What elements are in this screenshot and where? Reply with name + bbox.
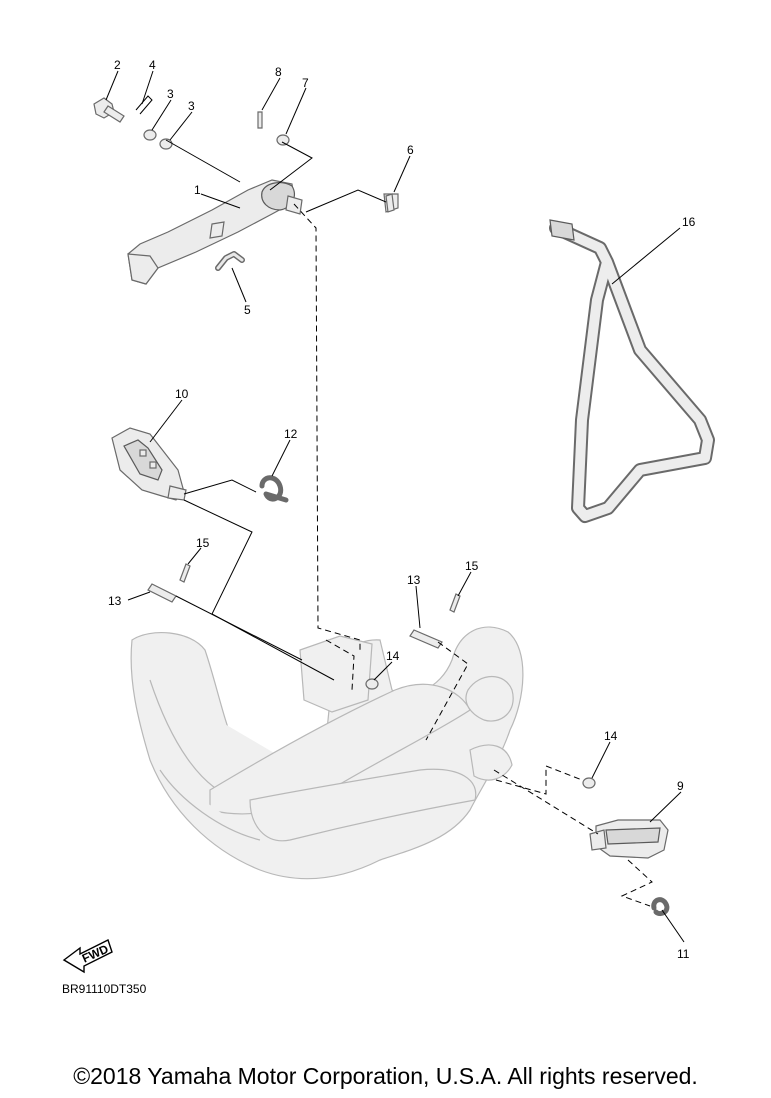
- cotter-pin-15a: [179, 563, 191, 583]
- callout-1: 1: [194, 183, 201, 197]
- washer-14b: [582, 777, 596, 789]
- callout-5: 5: [244, 303, 251, 317]
- callout-7: 7: [302, 76, 309, 90]
- washer-3a: [143, 129, 157, 141]
- callout-15a: 15: [196, 536, 210, 550]
- footrest-spring: [259, 475, 289, 503]
- callout-12: 12: [284, 427, 298, 441]
- callout-16: 16: [682, 215, 696, 229]
- callout-3a: 3: [167, 87, 174, 101]
- pivot-pin-13b: [409, 629, 443, 649]
- callout-8: 8: [275, 65, 282, 79]
- washer-7: [276, 134, 290, 146]
- callout-4: 4: [149, 58, 156, 72]
- callout-11: 11: [677, 947, 690, 961]
- washer-14a: [365, 678, 379, 690]
- pivot-bolt: [93, 97, 125, 123]
- exploded-parts-diagram: FWD: [62, 58, 715, 974]
- callout-13b: 13: [407, 573, 421, 587]
- footrest-left: [111, 427, 187, 501]
- callout-13a: 13: [108, 594, 122, 608]
- callout-9: 9: [677, 779, 684, 793]
- drawing-code-label: BR91110DT350: [62, 982, 147, 996]
- callout-15b: 15: [465, 559, 479, 573]
- brake-pedal: [127, 179, 303, 285]
- clevis-pin-8: [257, 111, 263, 129]
- pivot-pin-13a: [147, 583, 177, 603]
- frame-assembly: [130, 626, 524, 880]
- forward-arrow-icon: FWD: [62, 939, 113, 974]
- bolt-6: [383, 193, 399, 213]
- callout-14b: 14: [604, 729, 618, 743]
- assembly-dashed-lines: [293, 203, 653, 907]
- callout-3b: 3: [188, 99, 195, 113]
- cotter-pin-15b: [449, 593, 461, 613]
- callout-14a: 14: [386, 649, 400, 663]
- side-stand: [549, 219, 715, 523]
- copyright-notice: ©2018 Yamaha Motor Corporation, U.S.A. A…: [73, 1063, 698, 1089]
- callout-2: 2: [114, 58, 121, 72]
- leader-lines: [105, 70, 685, 943]
- fwd-label: FWD: [80, 942, 111, 966]
- callout-6: 6: [407, 143, 414, 157]
- footrest-right: [589, 819, 669, 859]
- return-spring: [215, 251, 245, 271]
- callout-numbers: 2 4 3 3 8 7 6 1 5 16 10 12 15 13 13 15 1…: [108, 58, 696, 961]
- callout-10: 10: [175, 387, 189, 401]
- footrest-spring-11: [651, 897, 670, 917]
